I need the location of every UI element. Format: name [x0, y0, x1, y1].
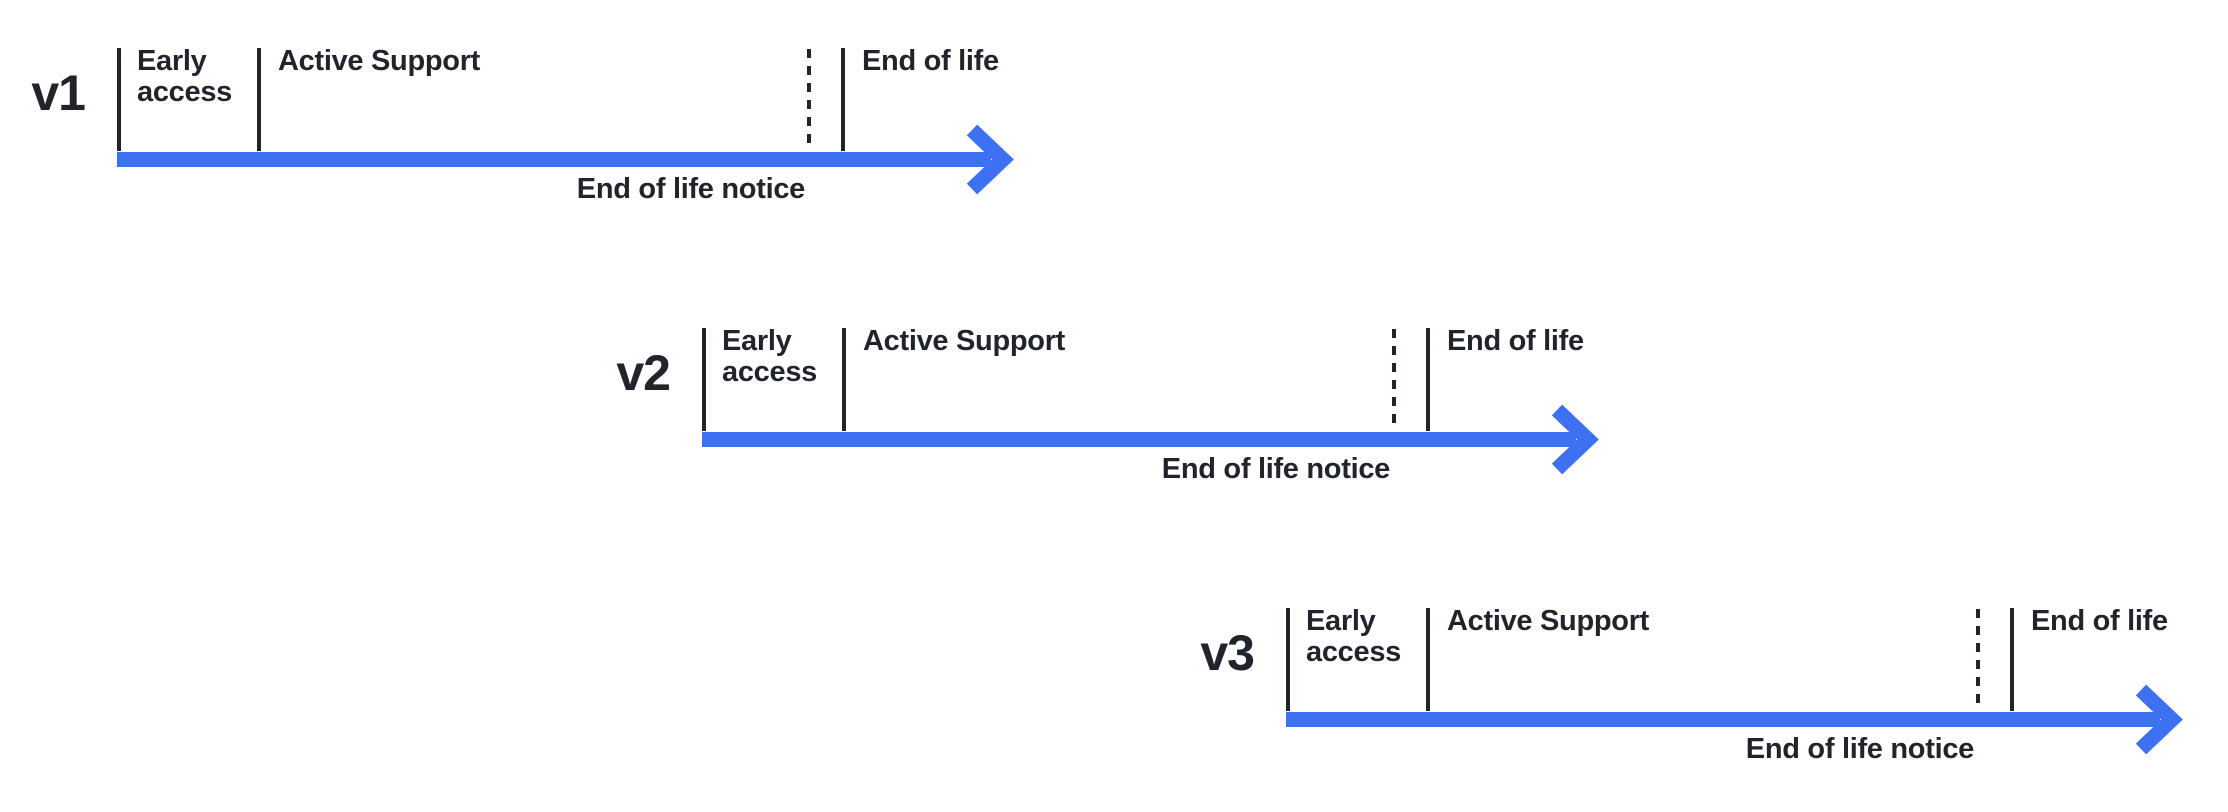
- version-label: v3: [1200, 625, 1255, 681]
- end-of-life-label: End of life: [862, 45, 999, 77]
- end-of-life-tick: [2010, 608, 2014, 711]
- active-support-label: Active Support: [1447, 605, 1650, 637]
- active-support-label: Active Support: [863, 325, 1066, 357]
- early-access-label-line2: access: [1306, 636, 1401, 668]
- end-of-life-label: End of life: [1447, 325, 1584, 357]
- timeline-row-v3: v3 Early access Active Support End of li…: [1200, 605, 2196, 783]
- end-of-life-notice-label: End of life notice: [576, 173, 806, 205]
- early-access-label: Early access: [1306, 606, 1401, 668]
- version-label: v1: [31, 65, 86, 121]
- end-of-life-tick: [841, 48, 845, 151]
- eol-notice-dashed-line: [1392, 329, 1396, 429]
- end-of-life-notice-label: End of life notice: [1161, 453, 1391, 485]
- version-label: v2: [616, 345, 671, 401]
- timeline-arrow-right-icon: [1286, 684, 2183, 755]
- early-access-label: Early access: [722, 326, 817, 388]
- timeline-row-v2: v2 Early access Active Support End of li…: [616, 325, 1612, 503]
- timeline-arrow-right-icon: [117, 124, 1014, 195]
- timeline-row-v1: v1 Early access Active Support End of li…: [31, 45, 1027, 223]
- active-support-label: Active Support: [278, 45, 481, 77]
- active-support-start-tick: [842, 328, 846, 431]
- end-of-life-label: End of life: [2031, 605, 2168, 637]
- end-of-life-notice-label: End of life notice: [1745, 733, 1975, 765]
- early-access-label-line1: Early: [722, 325, 792, 357]
- early-access-label: Early access: [137, 46, 232, 108]
- active-support-start-tick: [1426, 608, 1430, 711]
- early-access-label-line2: access: [137, 76, 232, 108]
- active-support-start-tick: [257, 48, 261, 151]
- early-access-start-tick: [1286, 608, 1290, 711]
- early-access-label-line1: Early: [137, 45, 207, 77]
- early-access-start-tick: [702, 328, 706, 431]
- timeline-arrow-right-icon: [702, 404, 1599, 475]
- eol-notice-dashed-line: [1976, 609, 1980, 709]
- eol-notice-dashed-line: [807, 49, 811, 149]
- end-of-life-tick: [1426, 328, 1430, 431]
- early-access-label-line2: access: [722, 356, 817, 388]
- early-access-label-line1: Early: [1306, 605, 1376, 637]
- early-access-start-tick: [117, 48, 121, 151]
